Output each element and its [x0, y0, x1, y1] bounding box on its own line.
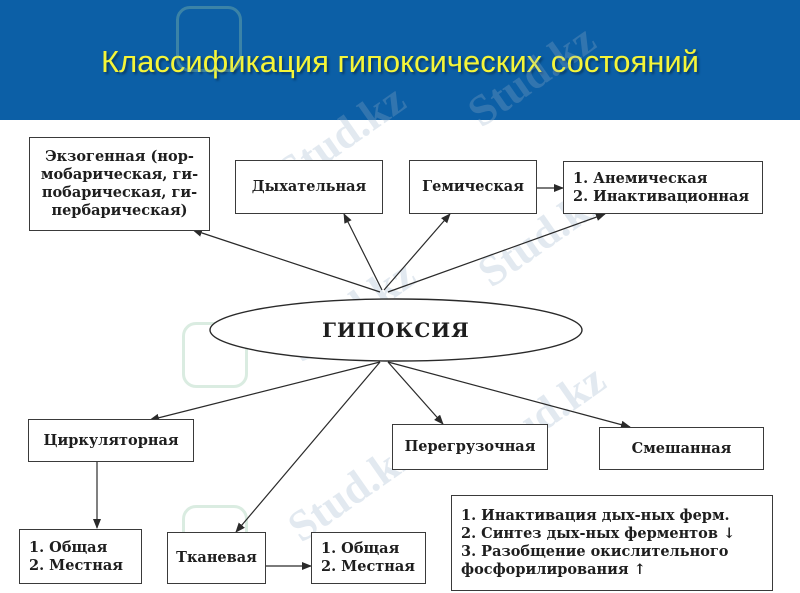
- arrow-to-mixed: [387, 361, 631, 429]
- tissue-type-item: 2. Местная: [321, 558, 415, 575]
- respiratory-label: Дыхательная: [251, 178, 367, 195]
- hemic-types-box: 1. Анемическая 2. Инактивационная: [563, 161, 763, 214]
- mechanism-item: 2. Синтез дых-ных ферментов ↓: [461, 525, 736, 542]
- arrow-to-circulatory: [149, 361, 381, 422]
- tissue-types-box: 1. Общая 2. Местная: [311, 532, 426, 584]
- hemic-type-item: 2. Инактивационная: [573, 187, 750, 205]
- hemic-box: Гемическая: [409, 160, 537, 214]
- overload-box: Перегрузочная: [392, 424, 548, 470]
- hypoxia-label: ГИПОКСИЯ: [322, 318, 470, 342]
- arrow-to-tissue: [235, 361, 381, 533]
- mechanism-item: 1. Инактивация дых-ных ферм.: [461, 507, 730, 524]
- arrow-to-hemic-types: [387, 213, 606, 293]
- exogenous-line: мобарическая, ги-: [40, 166, 199, 183]
- arrow-to-exogenous: [192, 229, 381, 293]
- circulatory-type-item: 1. Общая: [29, 538, 108, 556]
- circulatory-box: Циркуляторная: [28, 419, 194, 462]
- arrow-to-respiratory: [343, 213, 383, 291]
- hemic-type-item: 1. Анемическая: [573, 169, 708, 187]
- hemic-label: Гемическая: [422, 178, 524, 195]
- mixed-box: Смешанная: [599, 427, 764, 470]
- exogenous-line: Экзогенная (нор-: [45, 148, 194, 165]
- title-banner: Классификация гипоксических состояний: [0, 0, 800, 120]
- mixed-label: Смешанная: [631, 439, 732, 457]
- watermark-logo: [176, 6, 242, 72]
- circulatory-type-item: 2. Местная: [29, 556, 123, 574]
- tissue-box: Тканевая: [167, 532, 266, 584]
- tissue-label: Тканевая: [176, 549, 257, 566]
- tissue-type-item: 1. Общая: [321, 540, 400, 557]
- respiratory-box: Дыхательная: [235, 160, 383, 214]
- exogenous-line: пербарическая): [51, 202, 188, 219]
- arrow-to-overload: [387, 361, 444, 425]
- exogenous-line: побарическая, ги-: [41, 184, 198, 201]
- circulatory-types-box: 1. Общая 2. Местная: [19, 529, 142, 584]
- slide-title: Классификация гипоксических состояний: [101, 44, 699, 79]
- hypoxia-ellipse: [209, 298, 583, 362]
- arrow-to-hemic: [383, 213, 451, 291]
- exogenous-box: Экзогенная (нор- мобарическая, ги- побар…: [29, 137, 210, 231]
- mechanism-item: фосфорилирования ↑: [461, 561, 646, 578]
- tissue-mechanisms-box: 1. Инактивация дых-ных ферм. 2. Синтез д…: [451, 495, 773, 591]
- mechanism-item: 3. Разобщение окислительного: [461, 543, 729, 560]
- overload-label: Перегрузочная: [404, 438, 536, 455]
- circulatory-label: Циркуляторная: [43, 431, 179, 449]
